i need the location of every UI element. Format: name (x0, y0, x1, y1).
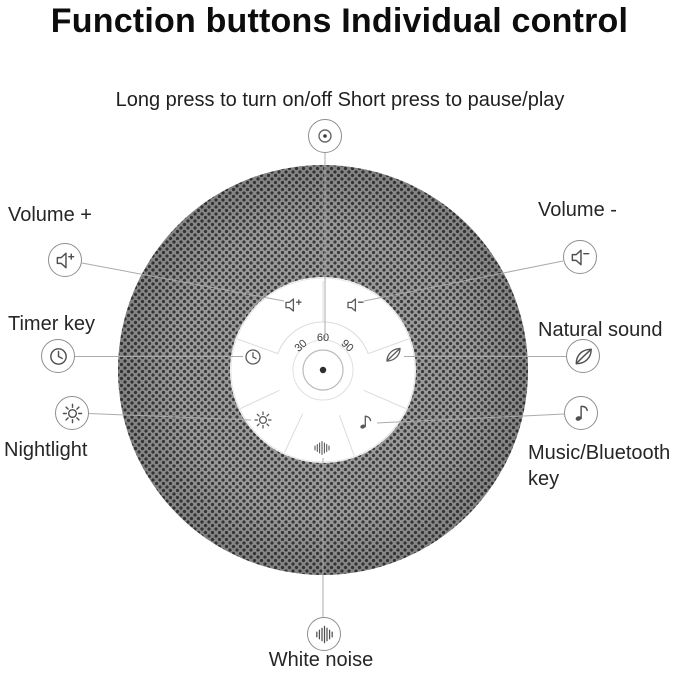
label-volume-minus: Volume - (538, 199, 617, 221)
panel-natural-sound-icon (386, 347, 401, 362)
nightlight-icon (55, 396, 89, 430)
concentric-power-icon (318, 129, 332, 143)
timer-mark-60: 60 (317, 332, 329, 344)
music-note-icon (575, 405, 588, 421)
label-timer: Timer key (8, 313, 96, 335)
label-volume-plus: Volume + (8, 204, 92, 226)
label-nightlight: Nightlight (4, 439, 88, 461)
panel-white-noise-icon (314, 440, 330, 456)
timer-icon (41, 339, 75, 373)
panel-music-icon (360, 415, 372, 429)
speaker-minus-icon (571, 249, 589, 265)
speaker-body: 30 60 90 (118, 165, 528, 575)
natural-sound-icon (566, 339, 600, 373)
leaf-icon (575, 348, 592, 364)
control-panel: 30 60 90 (230, 277, 416, 463)
panel-volume-minus-icon (347, 298, 364, 312)
label-music-bluetooth: Music/Bluetooth key (528, 442, 671, 490)
power-instruction-text: Long press to turn on/off Short press to… (115, 89, 565, 111)
control-panel-graphics: 30 60 90 (230, 277, 416, 463)
speaker-plus-icon (56, 252, 74, 268)
center-play-button (292, 339, 354, 401)
volume-plus-icon (48, 243, 82, 277)
clock-icon (49, 347, 67, 365)
power-button-icon (308, 119, 342, 153)
label-natural-sound: Natural sound (538, 319, 663, 341)
panel-volume-plus-icon (285, 298, 302, 312)
white-noise-icon (307, 617, 341, 651)
label-white-noise: White noise (268, 649, 374, 671)
music-bluetooth-icon (564, 396, 598, 430)
volume-minus-icon (563, 240, 597, 274)
panel-nightlight-icon (254, 411, 272, 429)
panel-segment-dividers (237, 281, 409, 456)
sound-wave-bars-icon (315, 625, 333, 643)
panel-timer-icon (245, 349, 261, 365)
page-title: Function buttons Individual control (50, 2, 629, 40)
sun-icon (62, 403, 82, 423)
